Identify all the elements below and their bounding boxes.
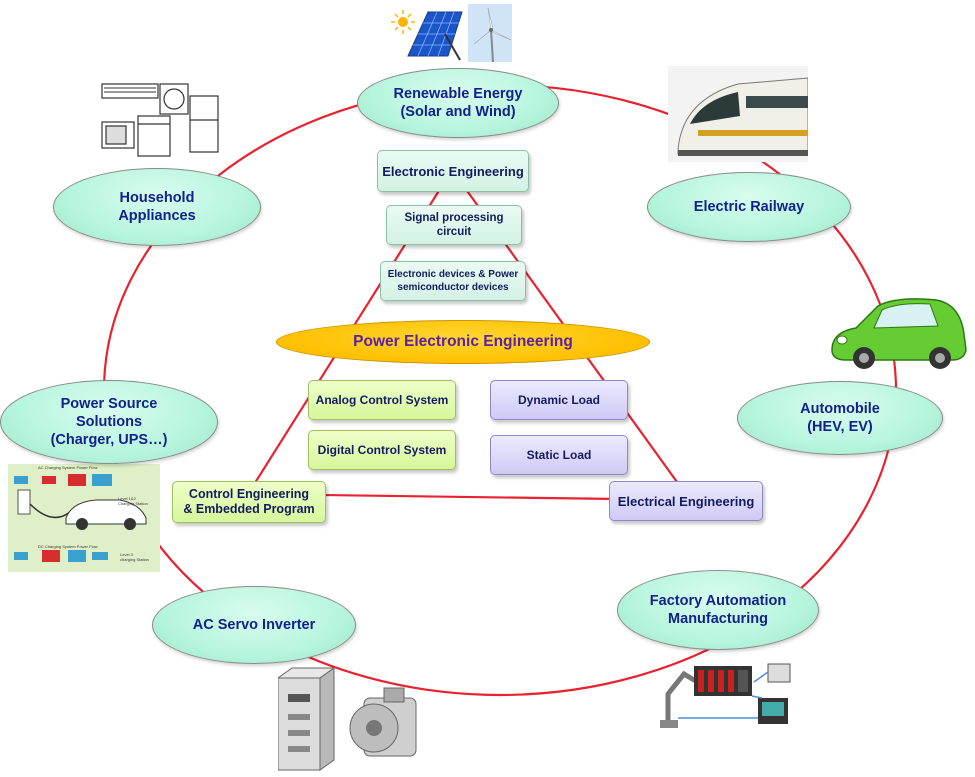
static-load-box: Static Load xyxy=(490,435,628,475)
wind-turbine-icon xyxy=(468,4,512,62)
factory-automation-node: Factory Automation Manufacturing xyxy=(617,570,819,650)
servo-picture xyxy=(278,667,417,771)
signal-processing-box: Signal processing circuit xyxy=(386,205,522,245)
control-engineering-box: Control Engineering & Embedded Program xyxy=(172,481,326,523)
power-electronic-engineering-center: Power Electronic Engineering xyxy=(276,320,650,364)
automobile-node: Automobile (HEV, EV) xyxy=(737,381,943,455)
sun-icon xyxy=(391,10,415,34)
servo-drive-icon xyxy=(278,667,336,771)
electronic-engineering-box: Electronic Engineering xyxy=(377,150,529,192)
robot-arm-icon xyxy=(665,670,697,727)
electronic-devices-box: Electronic devices & Power semiconductor… xyxy=(380,261,526,301)
ev-charging-picture: AC Charging System Power Flow Level 1&2 … xyxy=(8,464,160,572)
factory-automation-picture xyxy=(660,663,791,728)
electrical-engineering-box: Electrical Engineering xyxy=(609,481,763,521)
train-picture xyxy=(668,66,808,162)
solar-panel-icon xyxy=(407,11,463,61)
dc-flow-title: DC Charging System Power Flow xyxy=(38,544,98,549)
ac-flow-title: AC Charging System Power Flow xyxy=(38,465,98,470)
level12-label: Level 1&2 Charging Station xyxy=(118,496,148,506)
electric-railway-node: Electric Railway xyxy=(647,172,851,242)
renewable-energy-node: Renewable Energy (Solar and Wind) xyxy=(357,68,559,138)
car-picture xyxy=(831,298,967,369)
solar-wind-picture xyxy=(391,4,512,62)
charging-diagram xyxy=(14,474,147,562)
ac-servo-inverter-node: AC Servo Inverter xyxy=(152,586,356,664)
analog-control-box: Analog Control System xyxy=(308,380,456,420)
refrigerator-icon xyxy=(189,95,219,153)
dynamic-load-box: Dynamic Load xyxy=(490,380,628,420)
plc-icon xyxy=(694,666,752,696)
digital-control-box: Digital Control System xyxy=(308,430,456,470)
washing-machine-icon xyxy=(137,115,171,157)
air-conditioner-icon xyxy=(101,83,159,99)
household-appliances-picture xyxy=(101,83,219,157)
level3-label: Level 3 charging Station xyxy=(120,552,149,562)
servo-motor-icon xyxy=(349,687,417,757)
power-source-node: Power Source Solutions (Charger, UPS…) xyxy=(0,380,218,464)
household-appliances-node: Household Appliances xyxy=(53,168,261,246)
hmi-icon xyxy=(758,663,791,724)
